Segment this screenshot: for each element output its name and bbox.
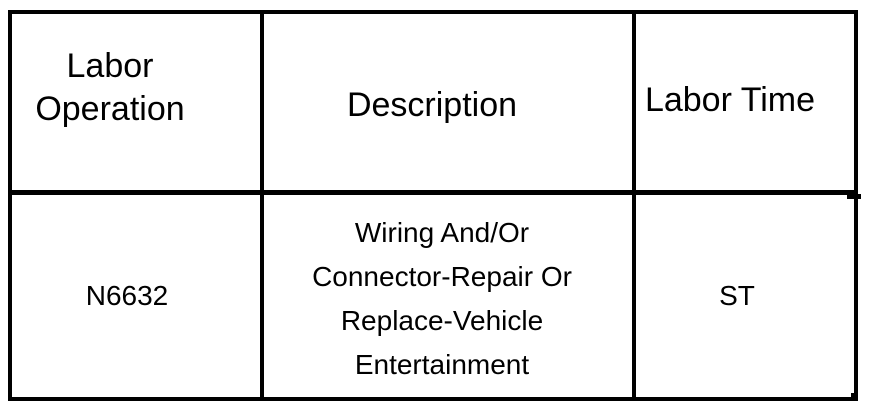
header-divider-overhang <box>847 194 861 199</box>
bottom-border-overhang <box>851 393 857 397</box>
row-cell-description: Wiring And/Or Connector-Repair Or Replac… <box>264 195 636 397</box>
labor-operation-code: N6632 <box>85 280 169 311</box>
header-label-labor-operation: Labor Operation <box>35 47 185 128</box>
header-cell-labor-operation: Labor Operation <box>12 14 264 195</box>
labor-time-value: ST <box>719 280 755 311</box>
header-label-description: Description <box>346 85 518 124</box>
labor-operation-description: Wiring And/Or Connector-Repair Or Replac… <box>312 217 572 380</box>
header-cell-labor-time: Labor Time <box>636 14 854 195</box>
row-cell-labor-operation: N6632 <box>12 195 264 397</box>
labor-operation-table: Labor Operation Description Labor Time N… <box>8 10 861 401</box>
header-cell-description: Description <box>264 14 636 195</box>
header-label-labor-time: Labor Time <box>644 80 816 119</box>
row-cell-labor-time: ST <box>636 195 854 397</box>
